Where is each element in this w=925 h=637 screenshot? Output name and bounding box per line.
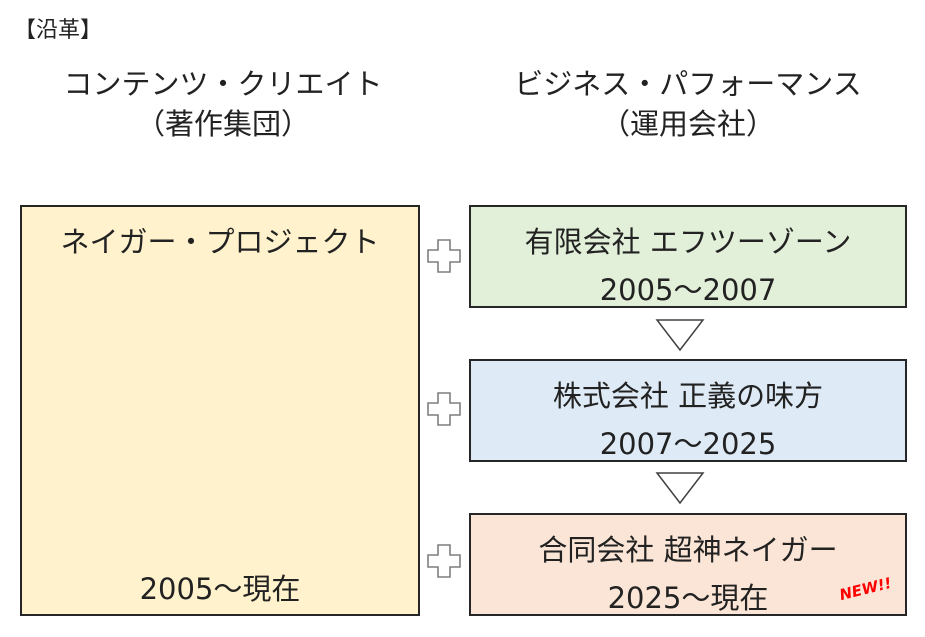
right-column-header: ビジネス・パフォーマンス （運用会社）	[478, 64, 898, 144]
project-name: ネイガー・プロジェクト	[60, 225, 380, 259]
project-period: 2005～現在	[139, 572, 301, 606]
company-box-1: 有限会社 エフツーゾーン 2005～2007	[469, 205, 907, 308]
left-column-subtitle: （著作集団）	[135, 107, 310, 141]
company-period: 2025～現在	[607, 581, 769, 615]
company-period: 2005～2007	[599, 273, 777, 307]
company-box-3: 合同会社 超神ネイガー 2025～現在	[469, 513, 907, 616]
triangle-down-icon	[655, 319, 705, 352]
company-period: 2007～2025	[599, 427, 777, 461]
company-name: 有限会社 エフツーゾーン	[524, 225, 852, 259]
right-column-subtitle: （運用会社）	[600, 107, 775, 141]
triangle-down-icon	[655, 472, 705, 505]
plus-outline-icon	[427, 544, 461, 578]
company-name: 合同会社 超神ネイガー	[538, 533, 838, 567]
left-column-title: コンテンツ・クリエイト	[63, 67, 383, 101]
right-column-title: ビジネス・パフォーマンス	[514, 67, 862, 101]
section-title: 【沿革】	[14, 18, 103, 43]
project-box: ネイガー・プロジェクト 2005～現在	[20, 205, 420, 616]
plus-outline-icon	[427, 392, 461, 426]
plus-outline-icon	[427, 239, 461, 273]
left-column-header: コンテンツ・クリエイト （著作集団）	[28, 64, 418, 144]
company-name: 株式会社 正義の味方	[552, 379, 824, 413]
company-box-2: 株式会社 正義の味方 2007～2025	[469, 359, 907, 462]
